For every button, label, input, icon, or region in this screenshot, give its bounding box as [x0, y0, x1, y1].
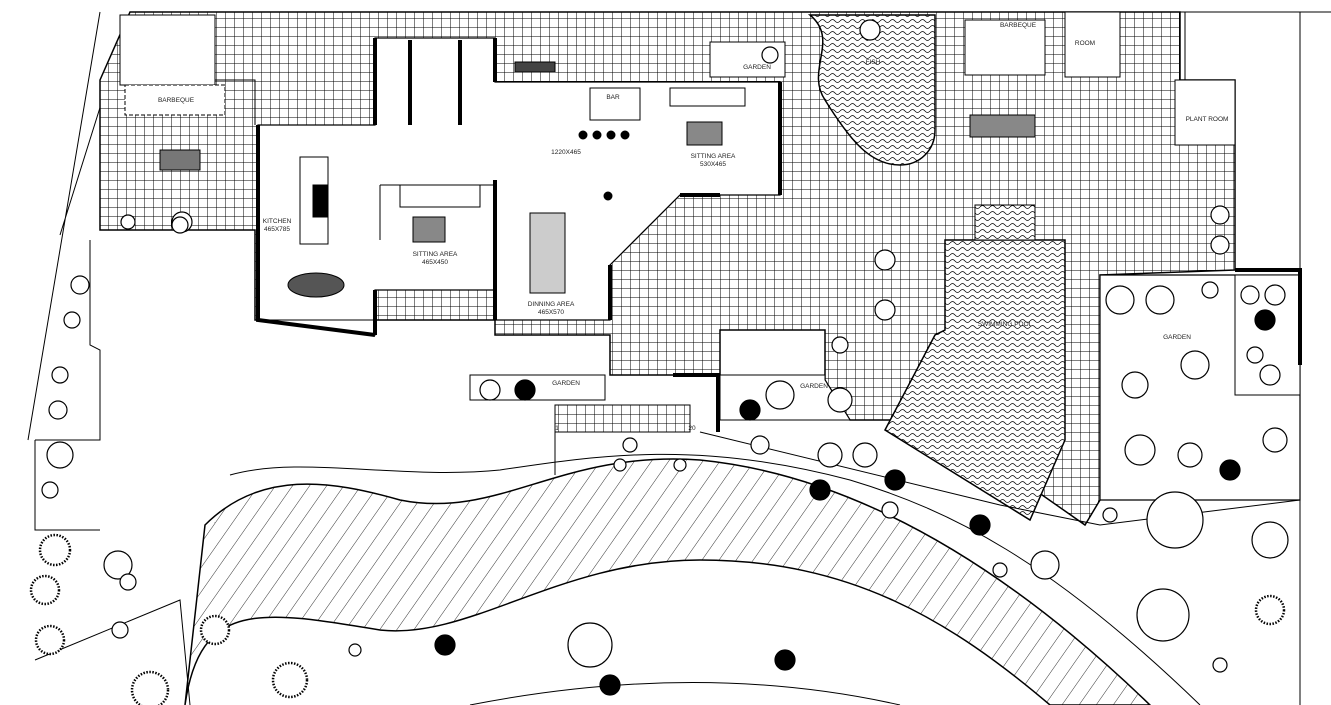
label-plant-room: PLANT ROOM	[1186, 116, 1229, 123]
house-wall-segments	[256, 38, 782, 335]
tree-icon	[34, 624, 66, 656]
tree-icon	[1246, 346, 1264, 364]
tree-icon	[171, 216, 189, 234]
stairs	[554, 404, 691, 433]
tree-icon	[1264, 284, 1286, 306]
label-kitchen: KITCHEN	[263, 218, 292, 225]
label-garden-east: GARDEN	[1163, 334, 1191, 341]
tree-icon	[479, 379, 501, 401]
tree-icon	[111, 621, 129, 639]
tree-icon	[1145, 285, 1175, 315]
tree-icon	[63, 311, 81, 329]
label-swimming-pool: SWIMMING POOL	[978, 321, 1033, 328]
tree-icon	[1177, 442, 1203, 468]
label-garden-south-b: GARDEN	[800, 383, 828, 390]
barbeque-west-room	[119, 14, 216, 86]
tree-icon	[38, 533, 72, 567]
tree-icon	[567, 622, 613, 668]
tree-icon	[761, 46, 779, 64]
tree-icon	[969, 514, 991, 536]
furniture	[159, 11, 1236, 298]
tree-icon	[29, 574, 61, 606]
tree-icon	[1180, 350, 1210, 380]
label-barbeque-east: BARBEQUE	[1000, 22, 1037, 29]
tree-icon	[874, 299, 896, 321]
tree-icon	[884, 469, 906, 491]
tree-icon	[1136, 588, 1190, 642]
stair-first-step: 1	[555, 425, 559, 432]
tree-icon	[739, 399, 761, 421]
tree-icon	[1146, 491, 1204, 549]
label-dining-size: 465X570	[538, 309, 564, 316]
tree-icon	[1254, 309, 1276, 331]
label-garden-north: GARDEN	[743, 64, 771, 71]
tree-icon	[831, 336, 849, 354]
tree-icon	[120, 214, 136, 230]
tree-icon	[874, 249, 896, 271]
tree-icon	[622, 437, 638, 453]
tree-icon	[1254, 594, 1286, 626]
tree-icon	[1210, 205, 1230, 225]
tree-icon	[1251, 521, 1289, 559]
label-barbeque-west: BARBEQUE	[158, 97, 195, 104]
stair-last-step: 20	[688, 425, 696, 432]
tree-icon	[765, 380, 795, 410]
tree-icon	[1030, 550, 1060, 580]
tree-icon	[271, 661, 309, 699]
tree-icon	[434, 634, 456, 656]
label-pond: FISH	[866, 59, 881, 66]
tree-icon	[348, 643, 362, 657]
tree-icon	[881, 501, 899, 519]
tree-icon	[750, 435, 770, 455]
label-dining: DINNING AREA	[528, 301, 575, 308]
driveway	[184, 458, 1152, 705]
garden-south-a	[469, 374, 606, 401]
tree-icon	[1201, 281, 1219, 299]
tree-icon	[673, 458, 687, 472]
tree-group	[29, 19, 1289, 705]
tree-icon	[859, 19, 881, 41]
label-sitting-west-size: 465X450	[422, 259, 448, 266]
tree-icon	[1259, 364, 1281, 386]
label-sitting-west: SITTING AREA	[413, 251, 458, 258]
label-kitchen-size: 465X785	[264, 226, 290, 233]
tree-icon	[1212, 657, 1228, 673]
tree-icon	[827, 387, 853, 413]
fish-pond	[807, 14, 936, 166]
tree-icon	[1124, 434, 1156, 466]
room-labels: BARBEQUE KITCHEN 465X785 SITTING AREA 46…	[158, 22, 1228, 432]
tree-icon	[130, 670, 170, 705]
tree-icon	[817, 442, 843, 468]
tree-icon	[41, 481, 59, 499]
tree-icon	[809, 479, 831, 501]
label-sitting-east: SITTING AREA	[691, 153, 736, 160]
tree-icon	[119, 573, 137, 591]
tree-icon	[1262, 427, 1288, 453]
label-room: ROOM	[1075, 40, 1095, 47]
tree-icon	[103, 550, 133, 580]
label-garden-south-a: GARDEN	[552, 380, 580, 387]
tree-icon	[1210, 235, 1230, 255]
tree-icon	[199, 614, 231, 646]
tree-icon	[1240, 285, 1260, 305]
tree-icon	[599, 674, 621, 696]
tree-icon	[48, 400, 68, 420]
label-sitting-east-size: 530X465	[700, 161, 726, 168]
tree-icon	[774, 649, 796, 671]
tree-icon	[46, 441, 74, 469]
label-living-size: 1220X465	[551, 149, 581, 156]
tree-icon	[514, 379, 536, 401]
tree-icon	[1102, 507, 1118, 523]
tree-icon	[1121, 371, 1149, 399]
tree-icon	[613, 458, 627, 472]
swimming-pool	[884, 239, 1066, 522]
tree-icon	[1105, 285, 1135, 315]
tree-icon	[1219, 459, 1241, 481]
tree-icon	[70, 275, 90, 295]
tree-icon	[992, 562, 1008, 578]
tree-icon	[852, 442, 878, 468]
label-bar: BAR	[606, 94, 620, 101]
tree-icon	[51, 366, 69, 384]
